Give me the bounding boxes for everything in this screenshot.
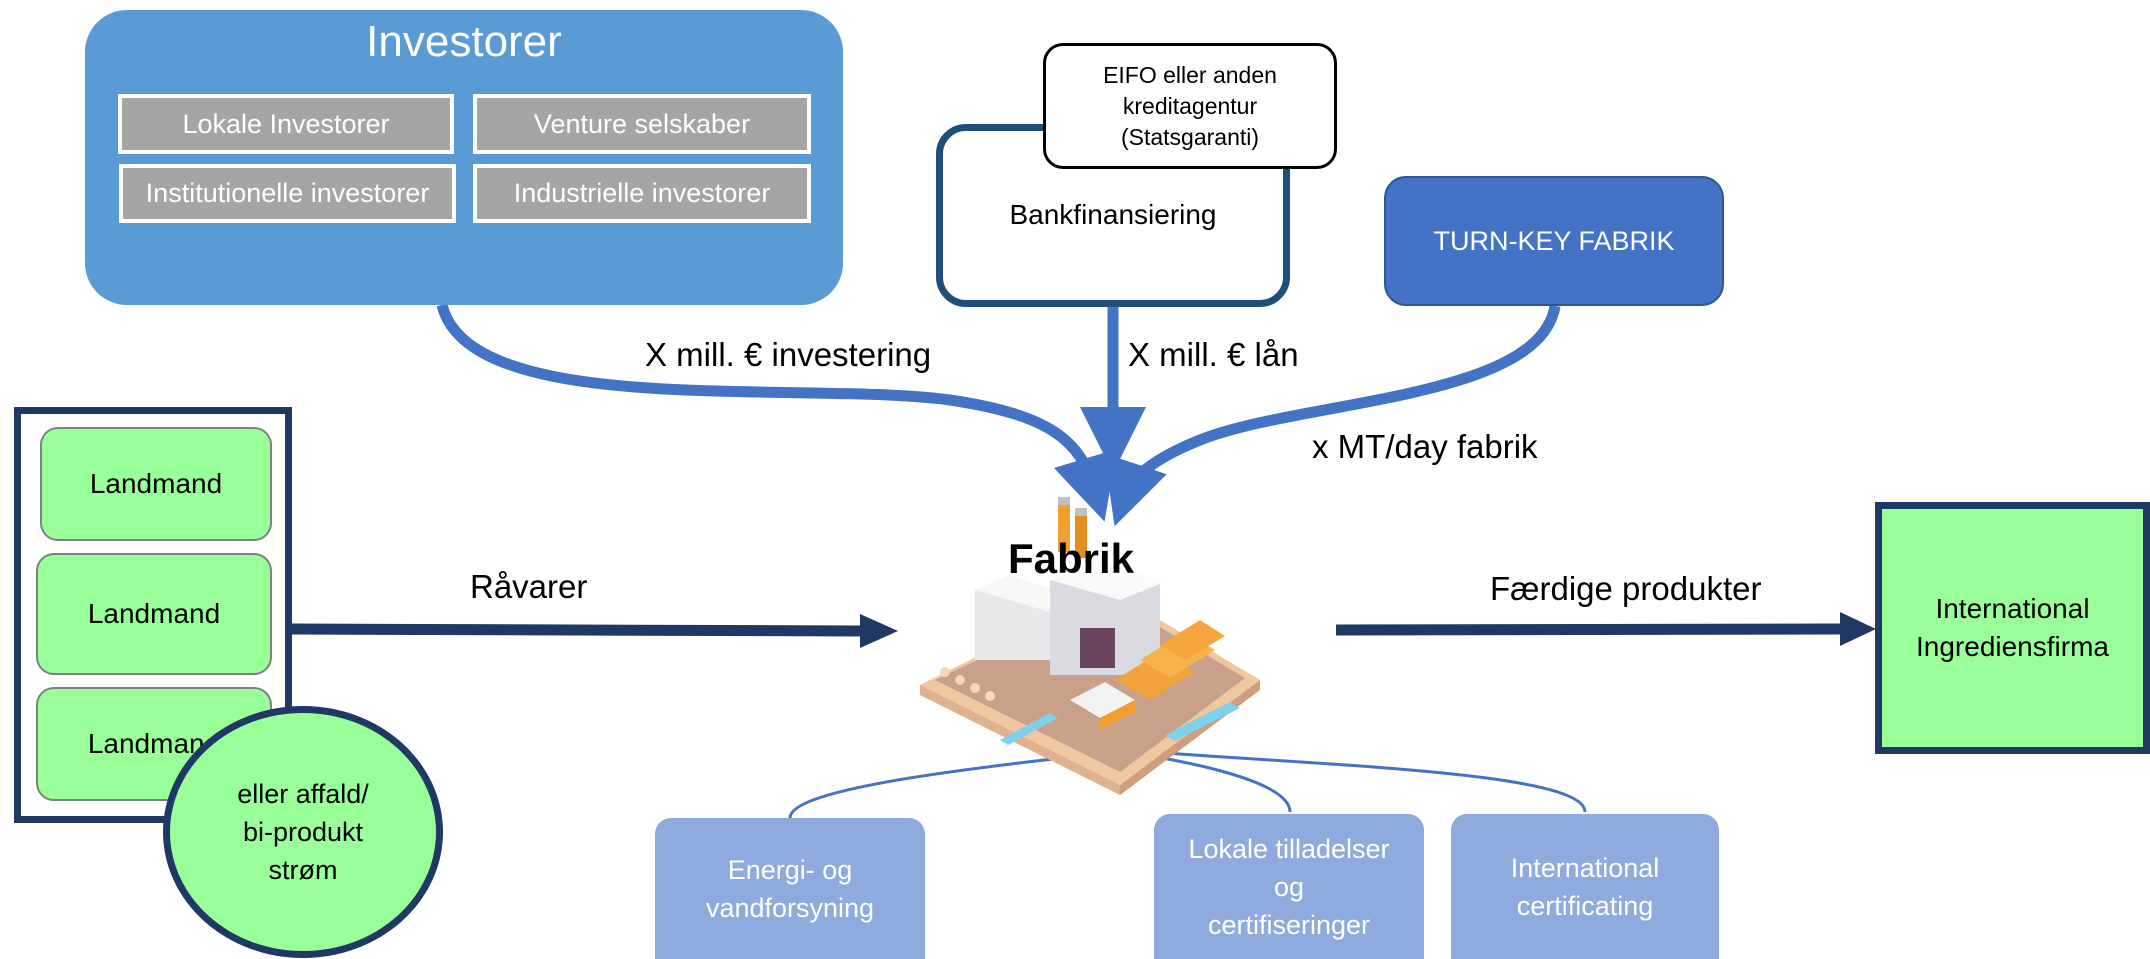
- permits-line-3: certifiseringer: [1207, 909, 1371, 940]
- farmer-box-1: Landmand: [40, 427, 272, 541]
- buyer-box: International Ingrediensfirma: [1875, 502, 2150, 754]
- energy-box: Energi- og vandforsyning: [655, 818, 925, 959]
- investor-industrial: Industrielle investorer: [473, 164, 811, 223]
- raw-materials-arrowhead: [860, 614, 898, 648]
- finished-products-arrowhead: [1840, 612, 1876, 646]
- waste-stream-circle: eller affald/ bi-produkt strøm: [163, 706, 443, 958]
- investor-local: Lokale Investorer: [118, 94, 454, 154]
- investment-arrow: [436, 303, 1118, 522]
- factory-illustration: [920, 497, 1260, 795]
- turnkey-box: TURN-KEY FABRIK: [1384, 176, 1724, 306]
- buyer-line-2: Ingrediensfirma: [1916, 631, 2109, 662]
- guarantee-line-3: (Statsgaranti): [1120, 123, 1260, 150]
- buyer-line-1: International: [1935, 593, 2090, 624]
- guarantee-line-2: kreditagentur: [1122, 92, 1258, 119]
- investment-label: X mill. € investering: [645, 336, 932, 373]
- waste-line-2: bi-produkt: [242, 817, 364, 847]
- certification-line-1: International: [1510, 852, 1660, 883]
- investor-institutional: Institutionelle investorer: [119, 164, 456, 223]
- investors-panel: [85, 10, 843, 305]
- waste-line-1: eller affald/: [237, 779, 369, 809]
- investors-title: Investorer: [366, 17, 562, 66]
- investor-venture: Venture selskaber: [473, 94, 811, 154]
- energy-line-2: vandforsyning: [705, 892, 875, 923]
- turnkey-arrow: [1104, 304, 1561, 527]
- energy-line-1: Energi- og: [727, 854, 853, 885]
- permits-box: Lokale tilladelser og certifiseringer: [1154, 814, 1424, 959]
- guarantee-box: EIFO eller anden kreditagentur (Statsgar…: [1043, 43, 1337, 169]
- permits-line-2: og: [1273, 871, 1305, 902]
- farmer-box-2: Landmand: [36, 553, 272, 675]
- waste-line-3: strøm: [268, 855, 338, 885]
- factory-title: Fabrik: [1008, 535, 1135, 582]
- capacity-label: x MT/day fabrik: [1312, 428, 1538, 465]
- permits-line-1: Lokale tilladelser: [1188, 833, 1390, 864]
- finished-products-arrow: [1335, 623, 1841, 636]
- certification-box: International certificating: [1451, 814, 1719, 959]
- finished-products-label: Færdige produkter: [1490, 570, 1762, 607]
- certification-connector: [1125, 745, 1587, 813]
- guarantee-line-1: EIFO eller anden: [1103, 61, 1277, 88]
- raw-materials-label: Råvarer: [470, 568, 588, 605]
- loan-label: X mill. € lån: [1128, 336, 1299, 373]
- bank-label: Bankfinansiering: [1009, 199, 1217, 230]
- certification-line-2: certificating: [1516, 890, 1654, 921]
- raw-materials-arrow: [291, 623, 861, 637]
